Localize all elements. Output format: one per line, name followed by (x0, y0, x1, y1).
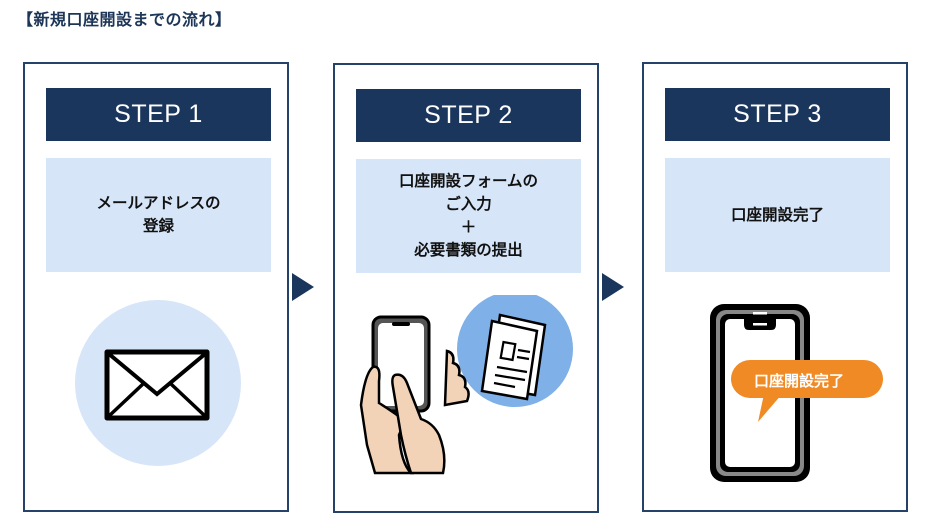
hand-smartphone-document-illustration (359, 295, 573, 475)
hand-smartphone-icon (359, 315, 470, 475)
description-line: ＋ (460, 218, 477, 236)
bubble-text: 口座開設完了 (754, 372, 845, 390)
description-line: ご入力 (445, 195, 492, 213)
step-card-1: STEP 1 メールアドレスの 登録 (23, 62, 289, 512)
step-header: STEP 1 (46, 88, 271, 141)
step-card-2: STEP 2 口座開設フォームの ご入力 ＋ 必要書類の提出 (333, 63, 599, 513)
step-header: STEP 3 (665, 88, 890, 141)
step-description: 口座開設完了 (665, 158, 890, 272)
envelope-icon (104, 349, 210, 421)
step-card-3: STEP 3 口座開設完了 口座開設完了 (642, 62, 908, 512)
arrow-right-icon (292, 273, 314, 301)
step-header: STEP 2 (356, 89, 581, 142)
page-title: 【新規口座開設までの流れ】 (17, 10, 232, 29)
description-line: 必要書類の提出 (414, 241, 523, 259)
document-icon (457, 295, 573, 407)
envelope-illustration (75, 300, 241, 466)
description-line: 登録 (142, 217, 174, 235)
step-description: メールアドレスの 登録 (46, 158, 271, 272)
smartphone-complete-illustration (710, 304, 883, 482)
description-line: 口座開設完了 (730, 205, 824, 224)
description-line: 口座開設フォームの (398, 172, 539, 190)
description-line: メールアドレスの (96, 194, 221, 212)
arrow-right-icon (602, 273, 624, 301)
step-description: 口座開設フォームの ご入力 ＋ 必要書類の提出 (356, 159, 581, 273)
speech-bubble (731, 360, 883, 422)
